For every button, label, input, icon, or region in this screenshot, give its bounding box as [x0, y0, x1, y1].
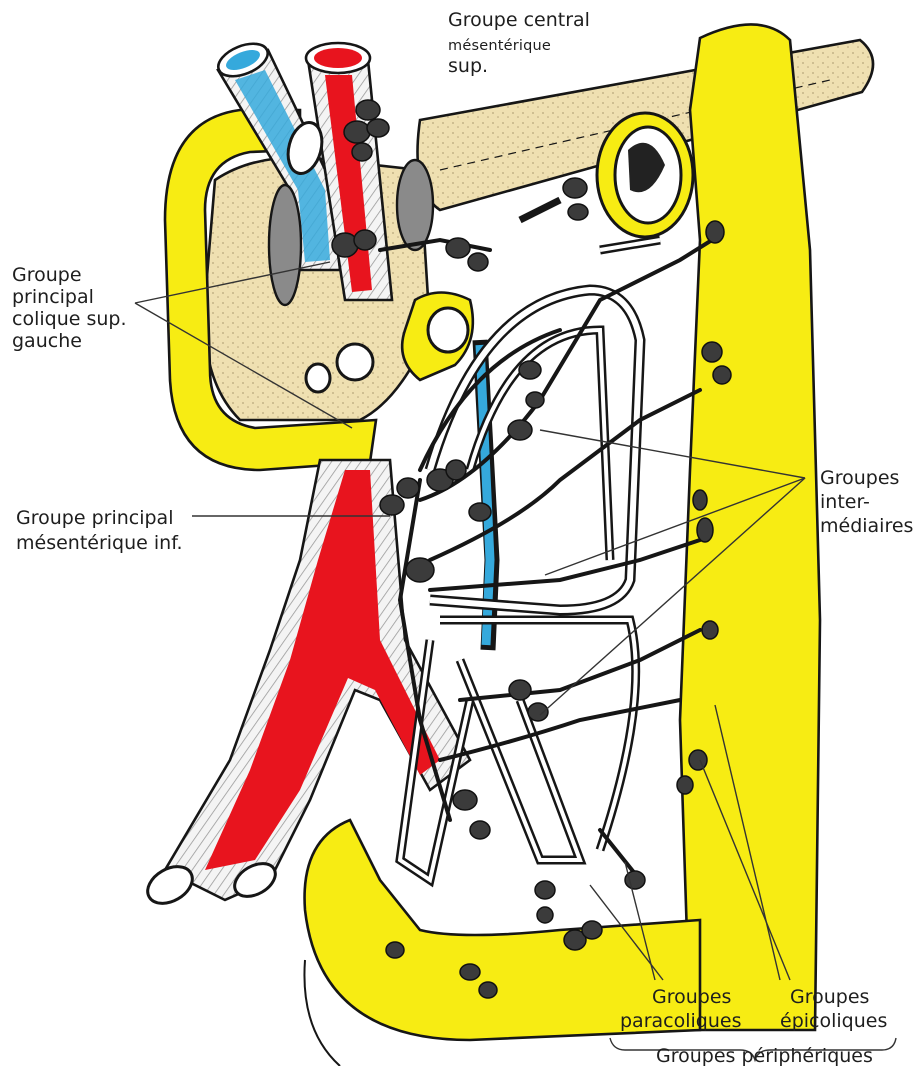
- lymph-node: [535, 881, 555, 899]
- lymph-node: [582, 921, 602, 939]
- lymph-node: [460, 964, 480, 980]
- lymph-node: [469, 503, 491, 521]
- label-inter-line2: inter-: [820, 491, 870, 513]
- lymph-node: [568, 204, 588, 220]
- lymph-node: [519, 361, 541, 379]
- label-colique-line2: principal: [12, 286, 94, 308]
- lymph-node: [453, 790, 477, 810]
- label-groupe-colique: Groupe principal colique sup. gauche: [12, 264, 127, 352]
- lymph-node: [526, 392, 544, 408]
- label-inter-line3: médiaires: [820, 515, 913, 537]
- cut-vessel: [306, 364, 330, 392]
- label-colique-line3: colique sup.: [12, 308, 127, 330]
- cut-surface: [269, 185, 301, 305]
- lymph-node: [406, 558, 434, 582]
- label-epi-line1: Groupes: [790, 986, 869, 1008]
- label-mesinf-line2: mésentérique inf.: [16, 532, 183, 554]
- label-central-line2: mésentérique: [448, 38, 551, 54]
- lymph-node: [713, 366, 731, 384]
- jejunal-flexure: [402, 293, 473, 381]
- lymph-node: [470, 821, 490, 839]
- label-para-line2: paracoliques: [620, 1010, 741, 1032]
- label-central-line1: Groupe central: [448, 9, 590, 31]
- lymph-node: [706, 221, 724, 243]
- label-groupe-central: Groupe central mésentérique sup.: [448, 9, 590, 77]
- lymph-node: [344, 121, 370, 143]
- lymph-node: [352, 143, 372, 161]
- lymph-node: [468, 253, 488, 271]
- lymph-node: [702, 621, 718, 639]
- lymph-node: [446, 460, 466, 480]
- lymph-node: [702, 342, 722, 362]
- lymph-node: [563, 178, 587, 198]
- cut-vessel: [337, 344, 373, 380]
- label-mesinf-line1: Groupe principal: [16, 507, 173, 529]
- lymph-node: [380, 495, 404, 515]
- label-colique-line4: gauche: [12, 330, 82, 352]
- lymph-node: [367, 119, 389, 137]
- label-colique-line1: Groupe: [12, 264, 82, 286]
- label-para-line1: Groupes: [652, 986, 731, 1008]
- lymph-node: [508, 420, 532, 440]
- label-inter-line1: Groupes: [820, 467, 899, 489]
- lymph-node: [386, 942, 404, 958]
- lymph-node: [528, 703, 548, 721]
- label-groupe-mesinf: Groupe principal mésentérique inf.: [16, 507, 183, 554]
- label-central-line3: sup.: [448, 55, 488, 77]
- label-groupes-intermediaires: Groupes inter- médiaires: [820, 467, 913, 537]
- lymph-node: [397, 478, 419, 498]
- lymph-node: [356, 100, 380, 120]
- lymph-node: [537, 907, 553, 923]
- splenic-flexure: [597, 113, 693, 237]
- sigmoid-colon: [305, 820, 700, 1040]
- lymph-node: [693, 490, 707, 510]
- lymph-node: [697, 518, 713, 542]
- lymph-node: [509, 680, 531, 700]
- cut-surface: [397, 160, 433, 250]
- lymph-node: [446, 238, 470, 258]
- lymph-node: [677, 776, 693, 794]
- label-groupes-peripheriques: Groupes périphériques: [656, 1045, 873, 1066]
- lymph-node: [479, 982, 497, 998]
- label-epi-line2: épicoliques: [780, 1010, 887, 1032]
- lymph-node: [354, 230, 376, 250]
- lymph-node: [689, 750, 707, 770]
